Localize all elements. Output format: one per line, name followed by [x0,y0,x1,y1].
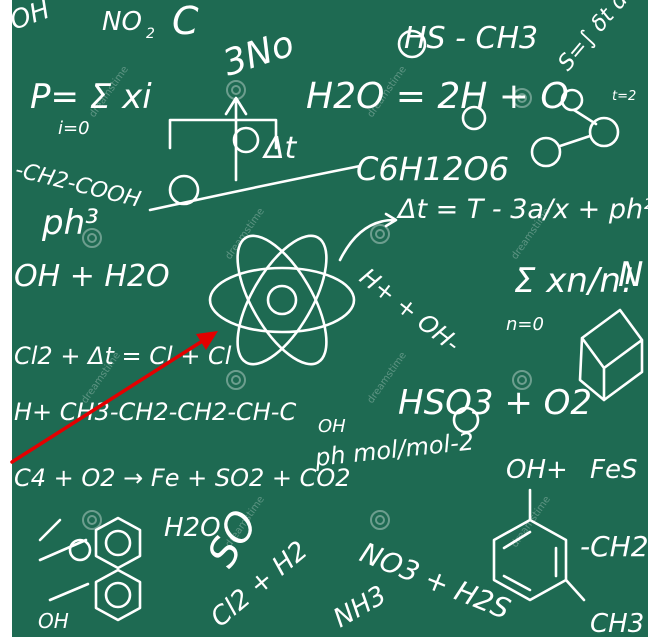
red-annotation-arrow [10,331,218,464]
formula-delta-t: Δt [262,131,298,166]
spiral-logo-icon [370,510,390,530]
formula-sum-xn: Σ xn/n! [514,261,635,301]
bond-line [528,488,586,602]
apparatus-circle [168,174,200,206]
formula-no2-subscript: 2 [146,26,155,42]
formula-c6h12o6: C6H12O6 [356,150,509,188]
left-white-margin [0,0,12,637]
spiral-logo-icon [82,510,102,530]
spiral-logo-icon [370,224,390,244]
formula-h2o-eq: H2O = 2H + O [306,76,569,117]
benzene-ring [94,568,142,622]
formula-hs-ch3: HS - CH3 [404,21,538,56]
molecule-circle [560,88,584,112]
molecule-circle [530,136,562,168]
spiral-logo-icon [512,88,532,108]
oxygen-circle [68,538,92,562]
formula-chain: H+ CH3-CH2-CH2-CH-C [14,398,296,426]
bond-line [38,518,90,602]
formula-hso3: HSO3 + O2 [398,383,592,423]
curved-arrow [338,212,398,262]
sun-circle [397,29,427,59]
spiral-logo-icon [82,228,102,248]
oxygen-circle [452,406,480,434]
formula-cl2-eq: Cl2 + Δt = Cl + Cl [14,342,232,370]
formula-h2o-low: H2O [164,513,221,543]
formula-c-top: C [172,0,199,43]
chalk-drawings [38,29,644,622]
apparatus-drawing [148,96,362,212]
formula-fes: FeS [590,455,637,485]
atom-icon [208,234,356,366]
formula-sum-lower: i=0 [58,118,90,139]
oxygen-circle [461,105,487,131]
formula-ch2-right: -CH2 [580,530,648,563]
benzene-ring [94,516,142,570]
formula-c4-eq: C4 + O2 → Fe + SO2 + CO2 [14,464,351,492]
molecule-circle [588,116,620,148]
molecule-bond [558,108,598,148]
spiral-logo-icon [512,370,532,390]
formula-oh-bottom: OH [38,609,69,633]
formula-p-sum: P= Σ xi [30,77,152,117]
formula-ch3-corner: CH3 [590,609,644,637]
formula-delta-eq: Δt = T - 3a/x + ph² [396,194,648,225]
formula-sum-range: n=0 [506,314,544,335]
formula-integral-range: t=2 [612,89,636,104]
formula-oh-plus: OH+ [506,455,568,485]
benzene-double-bond [502,530,558,592]
formula-ph3: ph³ [41,203,99,243]
apparatus-circle [232,126,260,154]
benzene-inner [104,529,132,557]
spiral-logo-icon [226,370,246,390]
formula-oh-subscript: OH [318,416,346,437]
cube-drawing [578,308,644,402]
formula-oh-h2o: OH + H2O [14,259,170,294]
formula-no2: NO [102,7,142,37]
benzene-inner [104,581,132,609]
formula-n-right: N [618,255,643,295]
